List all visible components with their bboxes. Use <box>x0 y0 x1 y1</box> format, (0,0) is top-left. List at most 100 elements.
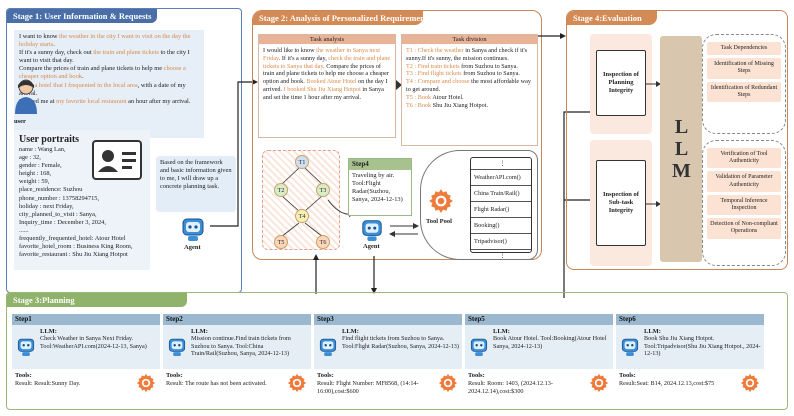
request-line: Booked me at my favorite local restauran… <box>19 98 199 106</box>
step4-text: Traveling by air. Tool:Flight Radar(Suzh… <box>352 172 403 204</box>
evaluation-criterion: Task Dependencies <box>707 42 781 56</box>
node-t6: T6 <box>316 235 330 249</box>
agent-robot-icon-stage2 <box>362 220 382 241</box>
task-analysis-text: I would like to know the weather in Sany… <box>259 44 395 105</box>
division-line: T2 : Find train tickets from Suzhou to S… <box>406 63 533 71</box>
tool-gear-icon <box>740 373 760 393</box>
division-line: T1 : Check the weather in Sanya and chec… <box>406 47 533 63</box>
portraits-title: User portraits <box>19 134 80 145</box>
step-llm-text: Mission continue.Find train tickets from… <box>191 335 291 358</box>
tool-gear-icon <box>429 189 453 213</box>
highlighted-phrase: Book <box>417 101 432 109</box>
evaluation-criterion: Identification of Redundant Steps <box>707 81 781 103</box>
portrait-field: weight : 59, <box>19 178 50 186</box>
stage3-title: Stage 3:Planning <box>7 293 187 307</box>
portrait-fields: name : Wang Lan,age : 32,gender : Female… <box>19 146 145 259</box>
portrait-field: favorite_restaurant : Shu Jiu Xiang Hotp… <box>19 251 128 259</box>
user-request-box: I want to know the weather in the city I… <box>14 30 204 138</box>
step-llm-block: LLM:Book Atour Hotel. Tool:Booking(Atour… <box>465 325 613 369</box>
agent-robot-icon <box>469 335 489 357</box>
step-llm-label: LLM: <box>644 328 661 335</box>
text-run: If it's a sunny day, check out <box>19 49 94 57</box>
step-result: Result: The route has not been activated… <box>166 380 267 387</box>
portrait-field: ...... <box>19 226 29 234</box>
flow-arrow-1to2 <box>210 79 258 227</box>
tool-item: ⋮ <box>499 252 506 259</box>
node-t4: T4 <box>295 209 309 223</box>
step-tool-block: Tools:Result: The route has not been act… <box>163 369 311 403</box>
request-line: Compare the prices of train and plane ti… <box>19 65 199 81</box>
stage1-title: Stage 1: User Information & Requests <box>7 9 157 23</box>
request-line: Book a hotel that I frequented in the lo… <box>19 82 199 98</box>
portrait-field: name : Wang Lan, <box>19 146 66 153</box>
highlighted-phrase: the weather in Sanya next Friday <box>263 47 381 62</box>
highlighted-phrase: Find flight tickets <box>417 70 462 78</box>
text-run: in Sanya and check if it's sunny.If it's… <box>406 47 528 62</box>
step-llm-block: LLM:Check Weather in Sanya Next Friday. … <box>12 325 160 369</box>
step-tools-label: Tools: <box>619 372 636 379</box>
evaluation-criterion: Validation of Parameter Authenticity <box>707 171 781 192</box>
highlighted-phrase: my favorite local restaurant <box>56 97 127 105</box>
node-t5: T5 <box>274 235 288 249</box>
id-card-icon <box>92 140 142 180</box>
portrait-field: favorite_hotel_room : Business King Room… <box>19 243 133 251</box>
step4-card: Step4 Traveling by air. Tool:Flight Rada… <box>348 158 412 216</box>
highlighted-phrase: choose a cheaper option and book <box>19 65 186 81</box>
request-line: I want to know the weather in the city I… <box>19 33 199 49</box>
step-title: Step1 <box>12 314 160 325</box>
highlighted-phrase: T3 : <box>406 70 418 78</box>
highlighted-phrase: Check the weather <box>417 47 464 54</box>
step-title: Step2 <box>163 314 311 325</box>
step-tools-label: Tools: <box>468 372 485 379</box>
evaluation-criterion: Temporal Inference Inspection <box>707 194 781 216</box>
step-result: Result: Room: 1403, (2024.12.13-2024.12.… <box>468 380 553 395</box>
step-llm-label: LLM: <box>40 328 57 335</box>
evaluation-criterion: Verification of Tool Authenticity <box>707 148 781 169</box>
highlighted-phrase: T1 : <box>406 47 418 54</box>
tool-list: ⋮WeatherAPI.com()China Train/Rail()Fligh… <box>470 157 532 259</box>
arrow-insp1-llm <box>646 81 661 87</box>
step4-title: Step4 <box>349 159 411 170</box>
tool-gear-icon <box>136 373 156 393</box>
step-tools-label: Tools: <box>317 372 334 379</box>
agent-robot-icon <box>182 218 204 241</box>
portrait-field: frequently_frequented_hotel: Atour Hotel <box>19 235 126 243</box>
step-tools-label: Tools: <box>15 372 32 379</box>
highlighted-phrase: Find train tickets <box>417 62 460 70</box>
highlighted-phrase: T2 : <box>406 62 418 70</box>
tool-gear-icon <box>589 373 609 393</box>
step-llm-text: Book Atour Hotel. Tool:Booking(Atour Hot… <box>493 335 607 350</box>
highlighted-phrase: I booked Shu Jiu Xiang Hotpot <box>283 85 361 93</box>
tool-item: Tripadvisor() <box>471 234 531 250</box>
highlighted-phrase: Book <box>417 93 432 101</box>
task-division-panel: Task division T1 : Check the weather in … <box>401 34 538 146</box>
portrait-field: phone_number : 13758294715, <box>19 194 100 202</box>
text-run: the most affordable way to get around. <box>406 78 531 93</box>
agent-toolpool-arrows <box>389 223 419 237</box>
tool-gear-icon <box>287 373 307 393</box>
stage2-panel: Stage 2: Analysis of Personalized Requir… <box>252 10 542 260</box>
step-llm-text: Find flight tickets from Suzhou to Sanya… <box>342 335 459 350</box>
step-tool-block: Tools:Result:Seat: B14, 2024.12.13,cost:… <box>616 369 764 403</box>
step-tool-block: Tools:Result: Room: 1403, (2024.12.13-20… <box>465 369 613 403</box>
text-run: to the city I want to visit that day. <box>19 49 190 65</box>
text-run: from Suzhou to Sanya. <box>461 70 520 78</box>
evaluation-criterion: Identification of Missing Steps <box>707 58 781 79</box>
portrait-field: height : 168, <box>19 170 52 178</box>
highlighted-phrase: check the train and plane tickets to San… <box>263 54 391 70</box>
portrait-field: age : 32, <box>19 154 41 162</box>
portrait-field: gender : Female, <box>19 162 62 170</box>
step-result: Result: Result:Sunny Day. <box>15 380 81 387</box>
llm-evaluator: LLM <box>660 36 702 262</box>
task-analysis-panel: Task analysis I would like to know the w… <box>258 34 396 138</box>
inspection-planning-integrity: Inspection of Planning Integrity <box>596 50 646 116</box>
arrow-analysis-to-division <box>396 80 402 90</box>
agent-robot-icon <box>318 335 338 357</box>
tool-item: WeatherAPI.com() <box>471 170 531 186</box>
highlighted-phrase: Compare and choose <box>417 78 470 86</box>
agent-label-stage2: Agent <box>363 243 380 250</box>
task-dependency-graph: T1 T2 T3 T4 T5 T6 <box>262 150 340 250</box>
stage3-panel: Stage 3:Planning <box>6 292 788 410</box>
tool-pool-label: Tool Pool <box>426 218 452 225</box>
